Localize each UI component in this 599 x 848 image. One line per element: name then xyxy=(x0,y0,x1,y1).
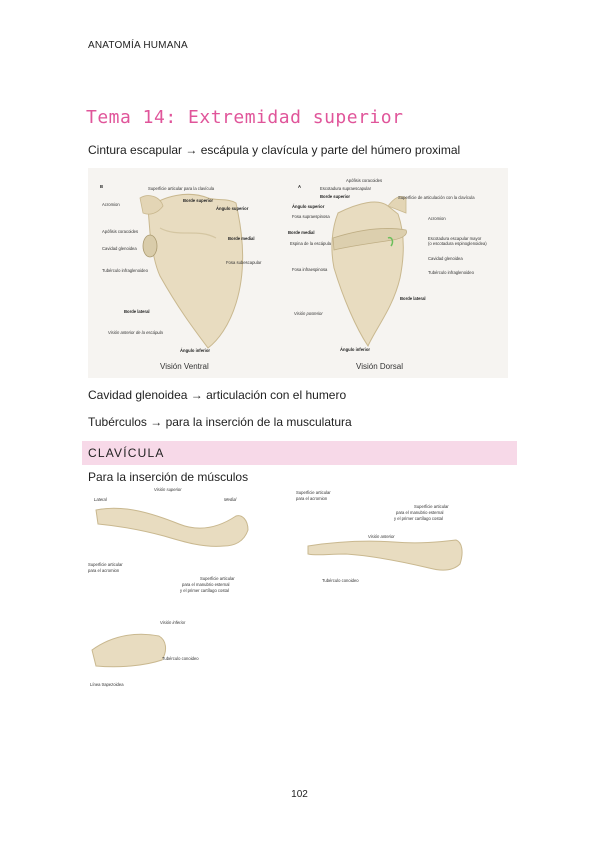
svg-text:Visión anterior de la escápula: Visión anterior de la escápula xyxy=(108,330,164,335)
svg-text:Escotadura escapular mayor: Escotadura escapular mayor xyxy=(428,236,482,241)
svg-text:Apófisis coracoides: Apófisis coracoides xyxy=(102,229,138,234)
page-number: 102 xyxy=(291,789,308,800)
svg-text:Superficie articular: Superficie articular xyxy=(200,576,235,581)
svg-text:Borde superior: Borde superior xyxy=(183,198,213,203)
svg-text:y el primer cartílago costal: y el primer cartílago costal xyxy=(180,588,229,593)
panel-b-letter: B xyxy=(100,184,103,189)
svg-text:Ángulo inferior: Ángulo inferior xyxy=(340,347,370,352)
text-line-cavidad: Cavidad glenoidea → articulación con el … xyxy=(88,388,347,402)
svg-text:Ángulo superior: Ángulo superior xyxy=(216,206,249,211)
clavicle-figure: Visión superior Lateral Medial Superfici… xyxy=(88,487,463,687)
svg-text:Borde medial: Borde medial xyxy=(288,230,315,235)
svg-text:Visión superior: Visión superior xyxy=(154,487,182,492)
text-line-insercion: Para la inserción de músculos xyxy=(88,470,249,484)
svg-text:Espina de la escápula: Espina de la escápula xyxy=(290,241,332,246)
scapula-figure: B Superficie articular para la clavícula… xyxy=(88,168,508,378)
svg-text:para el manubrio esternal: para el manubrio esternal xyxy=(396,510,444,515)
svg-text:Superficie articular para la c: Superficie articular para la clavícula xyxy=(148,186,215,191)
svg-text:Borde medial: Borde medial xyxy=(228,236,255,241)
text-line-cintura: Cintura escapular → escápula y clavícula… xyxy=(88,143,461,157)
svg-text:Fosa infraespinosa: Fosa infraespinosa xyxy=(292,267,328,272)
svg-text:Tubérculo infraglenoideo: Tubérculo infraglenoideo xyxy=(428,270,475,275)
svg-text:para el manubrio esternal: para el manubrio esternal xyxy=(182,582,230,587)
clavicle-anterior-illustration xyxy=(307,539,463,571)
svg-text:para el acromion: para el acromion xyxy=(88,568,120,573)
svg-text:Línea trapezoidea: Línea trapezoidea xyxy=(90,682,124,687)
svg-text:Cavidad glenoidea: Cavidad glenoidea xyxy=(102,246,137,251)
svg-text:Apófisis coracoides: Apófisis coracoides xyxy=(346,178,382,183)
svg-text:Visión inferior: Visión inferior xyxy=(160,620,186,625)
svg-text:Lateral: Lateral xyxy=(94,497,108,502)
clavicle-inferior-illustration xyxy=(91,633,167,668)
panel-a-letter: A xyxy=(298,184,301,189)
scapula-dorsal-illustration xyxy=(331,196,407,348)
svg-text:Tubérculo infraglenoideo: Tubérculo infraglenoideo xyxy=(102,268,149,273)
svg-text:Acromion: Acromion xyxy=(428,216,446,221)
caption-vision-ventral: Visión Ventral xyxy=(160,362,209,371)
svg-text:Fosa subescapular: Fosa subescapular xyxy=(226,260,262,265)
svg-text:Cavidad glenoidea: Cavidad glenoidea xyxy=(428,256,463,261)
svg-text:Acromion: Acromion xyxy=(102,202,120,207)
svg-text:para el acromion: para el acromion xyxy=(296,496,328,501)
svg-text:Superficie de articulación con: Superficie de articulación con la clavíc… xyxy=(398,195,475,200)
scapula-ventral-illustration xyxy=(139,193,244,349)
section-bar xyxy=(82,441,517,465)
svg-text:Escotadura supraescapular: Escotadura supraescapular xyxy=(320,186,372,191)
clavicle-superior-illustration xyxy=(95,507,249,547)
svg-text:Borde lateral: Borde lateral xyxy=(124,309,150,314)
svg-text:Visión anterior: Visión anterior xyxy=(368,534,395,539)
running-header: ANATOMÍA HUMANA xyxy=(88,40,188,51)
svg-text:y el primer cartílago costal: y el primer cartílago costal xyxy=(394,516,443,521)
section-title-clavicula: CLAVÍCULA xyxy=(88,446,165,460)
svg-text:Superficie articular: Superficie articular xyxy=(88,562,123,567)
svg-text:Superficie articular: Superficie articular xyxy=(296,490,331,495)
svg-text:(o escotadura espinoglenoidea): (o escotadura espinoglenoidea) xyxy=(428,241,487,246)
svg-text:Borde lateral: Borde lateral xyxy=(400,296,426,301)
svg-text:Ángulo inferior: Ángulo inferior xyxy=(180,348,210,353)
caption-vision-dorsal: Visión Dorsal xyxy=(356,362,403,371)
svg-text:Superficie articular: Superficie articular xyxy=(414,504,449,509)
svg-text:Tubérculo conoideo: Tubérculo conoideo xyxy=(162,656,199,661)
svg-text:Tubérculo conoideo: Tubérculo conoideo xyxy=(322,578,359,583)
text-line-tuberculos: Tubérculos → para la inserción de la mus… xyxy=(88,415,352,429)
svg-text:Ángulo superior: Ángulo superior xyxy=(292,204,325,209)
svg-text:Fosa supraespinosa: Fosa supraespinosa xyxy=(292,214,330,219)
page-title: Tema 14: Extremidad superior xyxy=(86,107,404,128)
svg-text:Visión posterior: Visión posterior xyxy=(294,311,323,316)
svg-text:Borde superior: Borde superior xyxy=(320,194,350,199)
svg-text:Medial: Medial xyxy=(224,497,237,502)
